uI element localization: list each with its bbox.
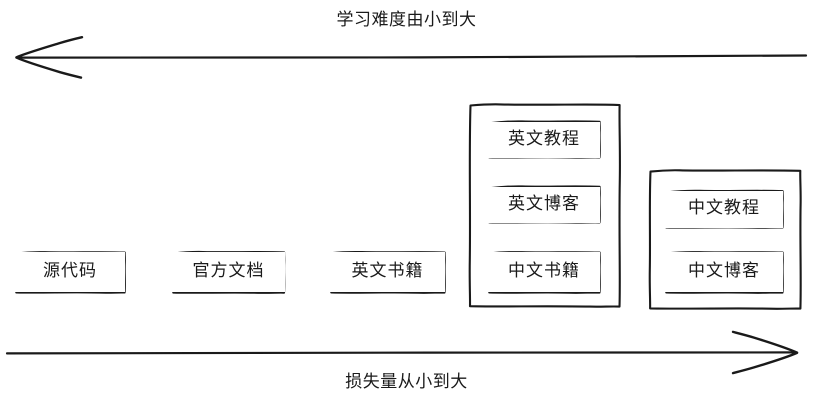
node-english-books[interactable]: 英文书籍: [330, 252, 445, 292]
node-label: 英文书籍: [351, 260, 424, 281]
node-chinese-tutorials[interactable]: 中文教程: [665, 191, 783, 228]
node-label: 中文博客: [688, 260, 760, 281]
arrow-left-icon: [15, 36, 84, 59]
arrow-right-icon: [731, 330, 799, 354]
node-chinese-blogs[interactable]: 中文博客: [665, 252, 783, 292]
bottom-axis-label: 损失量从小到大: [345, 372, 468, 392]
node-label: 官方文档: [192, 260, 265, 281]
node-label: 源代码: [43, 260, 97, 281]
node-label: 中文书籍: [508, 260, 580, 281]
node-english-blogs[interactable]: 英文博客: [488, 187, 600, 223]
bottom-axis-arrow: [5, 330, 799, 375]
node-source-code[interactable]: 源代码: [15, 252, 125, 292]
node-label: 英文博客: [508, 193, 580, 214]
node-label: 英文教程: [508, 128, 580, 149]
top-axis-label: 学习难度由小到大: [336, 10, 477, 30]
node-official-docs[interactable]: 官方文档: [172, 252, 285, 292]
node-english-tutorials[interactable]: 英文教程: [488, 122, 600, 158]
top-axis-arrow: [15, 36, 808, 79]
node-chinese-books[interactable]: 中文书籍: [488, 252, 600, 292]
node-label: 中文教程: [688, 198, 760, 218]
